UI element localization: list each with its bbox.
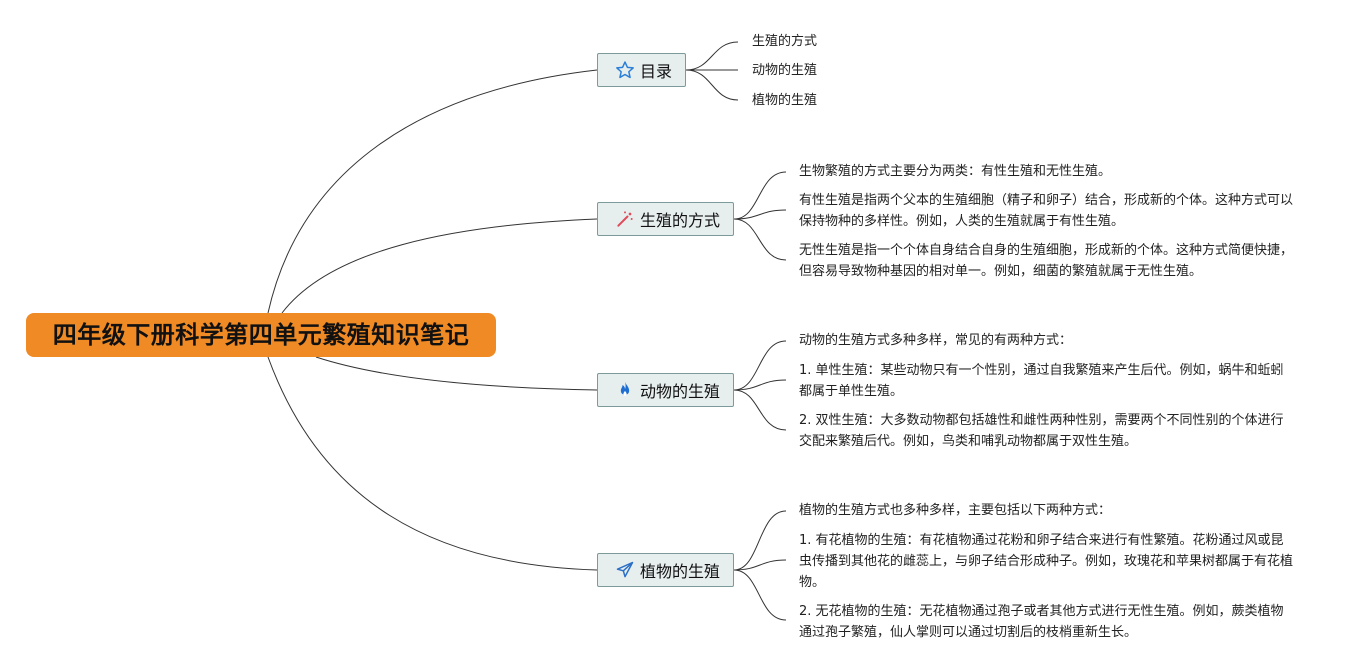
toc-item[interactable]: 动物的生殖 <box>752 63 818 78</box>
topic-animal-reproduction[interactable]: 动物的生殖 <box>597 373 734 407</box>
note-text: 无性生殖是指一个个体自身结合自身的生殖细胞，形成新的个体。这种方式简便快捷，但容… <box>799 243 1294 279</box>
star-icon <box>614 59 636 81</box>
topic-label: 生殖的方式 <box>640 211 721 230</box>
connector-root-toc <box>267 69 598 314</box>
note-text: 生物繁殖的方式主要分为两类：有性生殖和无性生殖。 <box>799 164 1112 179</box>
connector-root-plants <box>267 356 598 571</box>
note-text: 1. 单性生殖：某些动物只有一个性别，通过自我繁殖来产生后代。例如，蜗牛和蚯蚓都… <box>799 363 1284 399</box>
toc-item[interactable]: 生殖的方式 <box>752 34 818 49</box>
fire-icon <box>614 379 636 401</box>
note-text: 动物的生殖方式多种多样，常见的有两种方式： <box>799 333 1073 348</box>
note-text: 2. 无花植物的生殖：无花植物通过孢子或者其他方式进行无性生殖。例如，蕨类植物通… <box>799 604 1284 640</box>
topic-label: 动物的生殖 <box>640 382 721 401</box>
note-text: 植物的生殖方式也多种多样，主要包括以下两种方式： <box>799 503 1112 518</box>
note-text: 有性生殖是指两个父本的生殖细胞（精子和卵子）结合，形成新的个体。这种方式可以保持… <box>799 193 1294 229</box>
magic-wand-icon <box>614 208 636 230</box>
toc-item[interactable]: 植物的生殖 <box>752 93 818 108</box>
topic-label: 目录 <box>640 62 673 81</box>
connector-root-methods <box>281 218 598 314</box>
topic-reproduction-methods[interactable]: 生殖的方式 <box>597 202 734 236</box>
topic-label: 植物的生殖 <box>640 562 721 581</box>
note-text: 2. 双性生殖：大多数动物都包括雄性和雌性两种性别，需要两个不同性别的个体进行交… <box>799 413 1284 449</box>
paper-plane-icon <box>614 559 636 581</box>
connector-root-animals <box>315 356 598 391</box>
topic-plant-reproduction[interactable]: 植物的生殖 <box>597 553 734 587</box>
note-text: 1. 有花植物的生殖：有花植物通过花粉和卵子结合来进行有性繁殖。花粉通过风或昆虫… <box>799 533 1294 590</box>
topic-toc[interactable]: 目录 <box>597 53 686 87</box>
root-topic[interactable]: 四年级下册科学第四单元繁殖知识笔记 <box>26 313 496 357</box>
